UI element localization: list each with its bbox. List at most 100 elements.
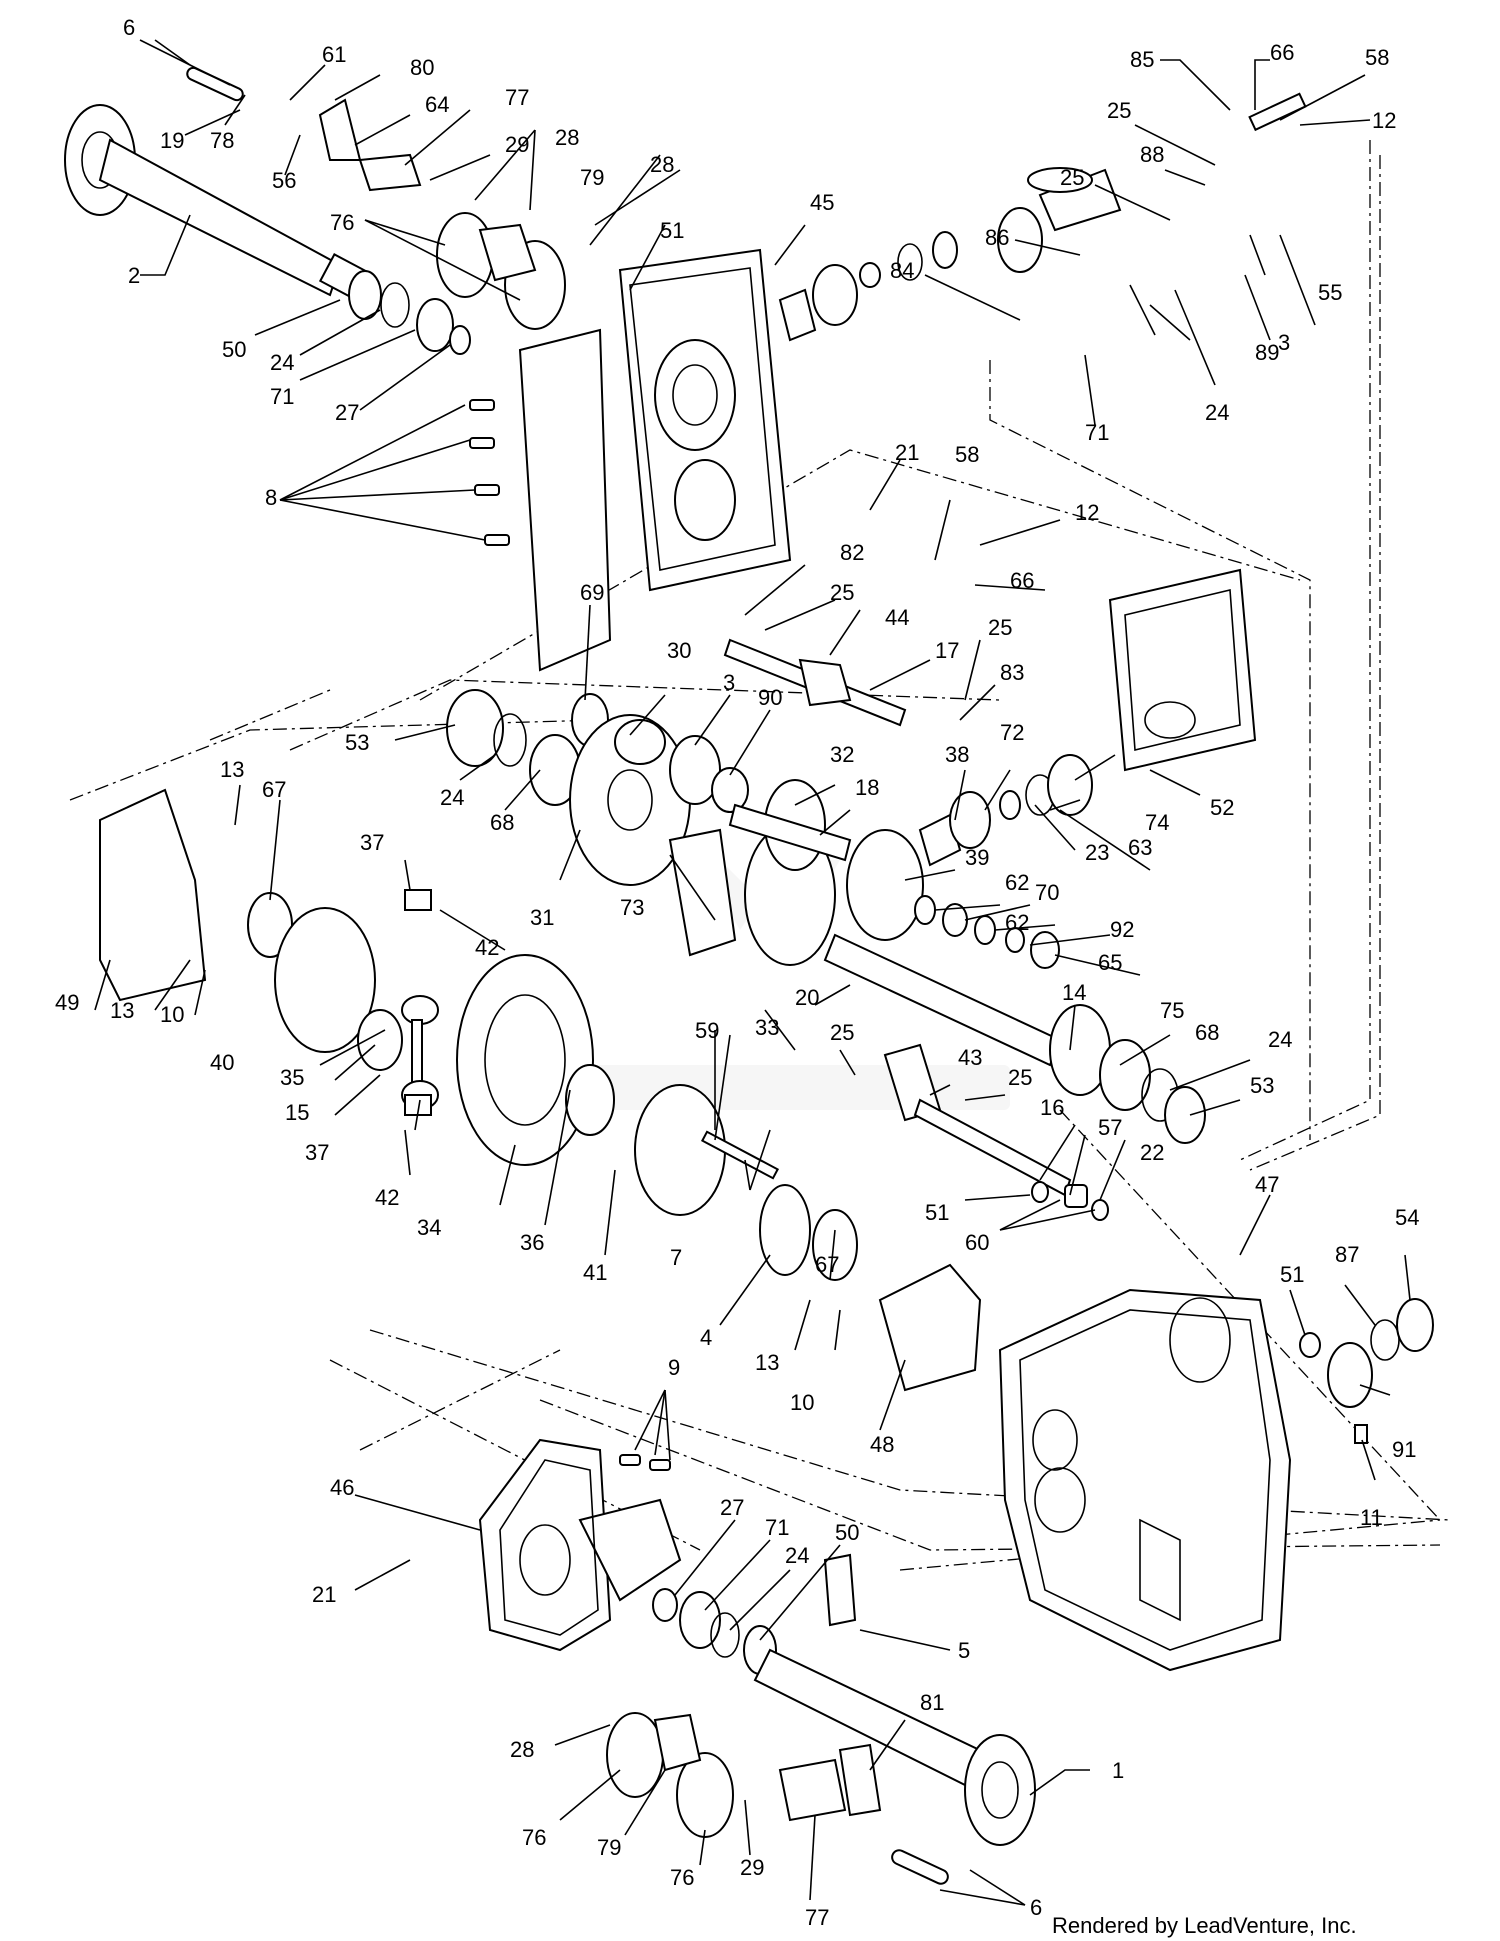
gear-39 [846,829,924,941]
bearing-68-right [1099,1039,1151,1111]
spacer-27-lower [652,1588,678,1622]
ring-gear-34 [456,954,594,1166]
bearing-67-right [812,1209,858,1281]
pin-6-upper [186,66,244,102]
part-label-66: 66 [1270,40,1294,65]
screws-9 [619,1454,671,1471]
part-label-90: 90 [758,685,782,710]
brake-cam-77 [358,153,422,192]
bearing-3-upper [997,207,1043,273]
part-label-67: 67 [262,777,286,802]
part-label-50: 50 [835,1520,859,1545]
part-label-40: 40 [210,1050,234,1075]
part-label-13: 13 [220,757,244,782]
part-label-80: 80 [410,55,434,80]
part-label-52: 52 [1210,795,1234,820]
part-label-39: 39 [965,845,989,870]
part-label-74: 74 [1145,810,1169,835]
part-label-13: 13 [110,998,134,1023]
part-label-58: 58 [1365,45,1389,70]
case-half-46 [478,1438,682,1652]
part-label-69: 69 [580,580,604,605]
part-label-59: 59 [695,1018,719,1043]
part-label-79: 79 [597,1835,621,1860]
gear-89 [932,231,958,269]
part-label-10: 10 [160,1002,184,1027]
part-label-33: 33 [755,1015,779,1040]
shaft-14 [823,933,1062,1067]
carrier-40 [274,907,376,1053]
ring-24-upper [380,282,410,328]
part-label-4: 4 [700,1325,712,1350]
seal-51-mid [1031,1181,1049,1203]
pinion-84 [778,288,817,342]
axle-shaft-lower [753,1648,1036,1846]
seal-74 [1047,754,1093,816]
part-label-30: 30 [667,638,691,663]
ring-87 [1370,1319,1400,1361]
seal-53-mid [446,689,504,767]
axle-shaft-upper [64,104,372,301]
part-label-50: 50 [222,337,246,362]
part-label-15: 15 [285,1100,309,1125]
part-label-14: 14 [1062,980,1086,1005]
part-label-79: 79 [580,165,604,190]
carrier-41 [634,1084,726,1216]
part-label-19: 19 [160,128,184,153]
plug-11 [1354,1424,1368,1444]
pin-6-lower [891,1849,949,1885]
bearing-91 [1327,1342,1373,1408]
part-label-24: 24 [440,785,464,810]
shaft-18 [728,803,852,862]
part-label-16: 16 [1040,1095,1064,1120]
brake-disc-76c [606,1712,664,1798]
part-label-5: 5 [958,1638,970,1663]
part-label-21: 21 [312,1582,336,1607]
bearing-3-mid [669,735,721,805]
bolt-7 [700,1130,780,1180]
part-label-71: 71 [765,1515,789,1540]
part-label-12: 12 [1075,500,1099,525]
brake-lever-81 [838,1743,882,1817]
part-label-22: 22 [1140,1140,1164,1165]
transaxle-thumbnail [1108,568,1257,772]
part-label-25: 25 [1060,165,1084,190]
part-label-56: 56 [272,168,296,193]
part-label-63: 63 [1128,835,1152,860]
part-label-77: 77 [505,85,529,110]
part-label-35: 35 [280,1065,304,1090]
part-label-86: 86 [985,225,1009,250]
seal-54 [1396,1298,1434,1352]
part-label-51: 51 [1280,1262,1304,1287]
part-label-53: 53 [345,730,369,755]
part-label-67: 67 [815,1252,839,1277]
part-label-71: 71 [1085,420,1109,445]
case-half-45 [518,248,792,672]
part-label-49: 49 [55,990,79,1015]
bearing-71-lower [679,1591,721,1649]
part-label-38: 38 [945,742,969,767]
part-label-87: 87 [1335,1242,1359,1267]
part-label-36: 36 [520,1230,544,1255]
part-label-17: 17 [935,638,959,663]
part-label-57: 57 [1098,1115,1122,1140]
seal-51-right [1299,1332,1321,1358]
part-label-54: 54 [1395,1205,1419,1230]
part-label-55: 55 [1318,280,1342,305]
part-label-76: 76 [670,1865,694,1890]
part-label-10: 10 [790,1390,814,1415]
part-label-6: 6 [1030,1895,1042,1920]
part-label-23: 23 [1085,840,1109,865]
part-label-24: 24 [270,350,294,375]
side-gear-35 [357,1009,403,1071]
part-label-28: 28 [555,125,579,150]
spring-57 [1064,1184,1088,1208]
part-label-46: 46 [330,1475,354,1500]
bearing-71-right [812,264,858,326]
part-label-3: 3 [1278,330,1290,355]
part-label-88: 88 [1140,142,1164,167]
part-label-68: 68 [1195,1020,1219,1045]
housing-48 [878,1263,982,1392]
part-label-76: 76 [330,210,354,235]
